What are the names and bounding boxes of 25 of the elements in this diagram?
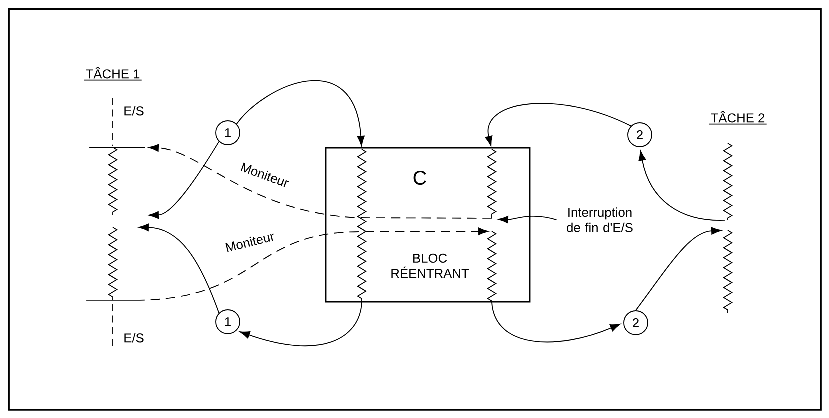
arrow (138, 224, 220, 314)
arrow (638, 150, 726, 221)
arrow (236, 80, 365, 146)
block-box: C BLOC RÉENTRANT (325, 147, 531, 303)
arrow (492, 302, 620, 343)
io-label: E/S (124, 333, 144, 343)
edge-label: Moniteur (226, 234, 274, 252)
arrow (135, 228, 489, 301)
arrow (148, 144, 492, 219)
zigzag-line (723, 143, 733, 221)
zigzag-line (487, 149, 497, 219)
arrow (148, 141, 220, 219)
zigzag-line (487, 231, 497, 303)
heading: TÂCHE 1 (84, 67, 142, 81)
heading: TÂCHE 2 (708, 111, 768, 125)
arrow (498, 216, 558, 224)
zigzag-line (723, 230, 733, 314)
zigzag-line (86, 227, 136, 301)
arrow (636, 227, 722, 311)
zigzag-line (89, 147, 146, 216)
note-text: Interruption de fin d'E/S (567, 208, 633, 232)
arrow (485, 103, 632, 146)
arrow (240, 302, 362, 347)
io-label: E/S (124, 106, 144, 116)
zigzag-line (357, 149, 367, 303)
